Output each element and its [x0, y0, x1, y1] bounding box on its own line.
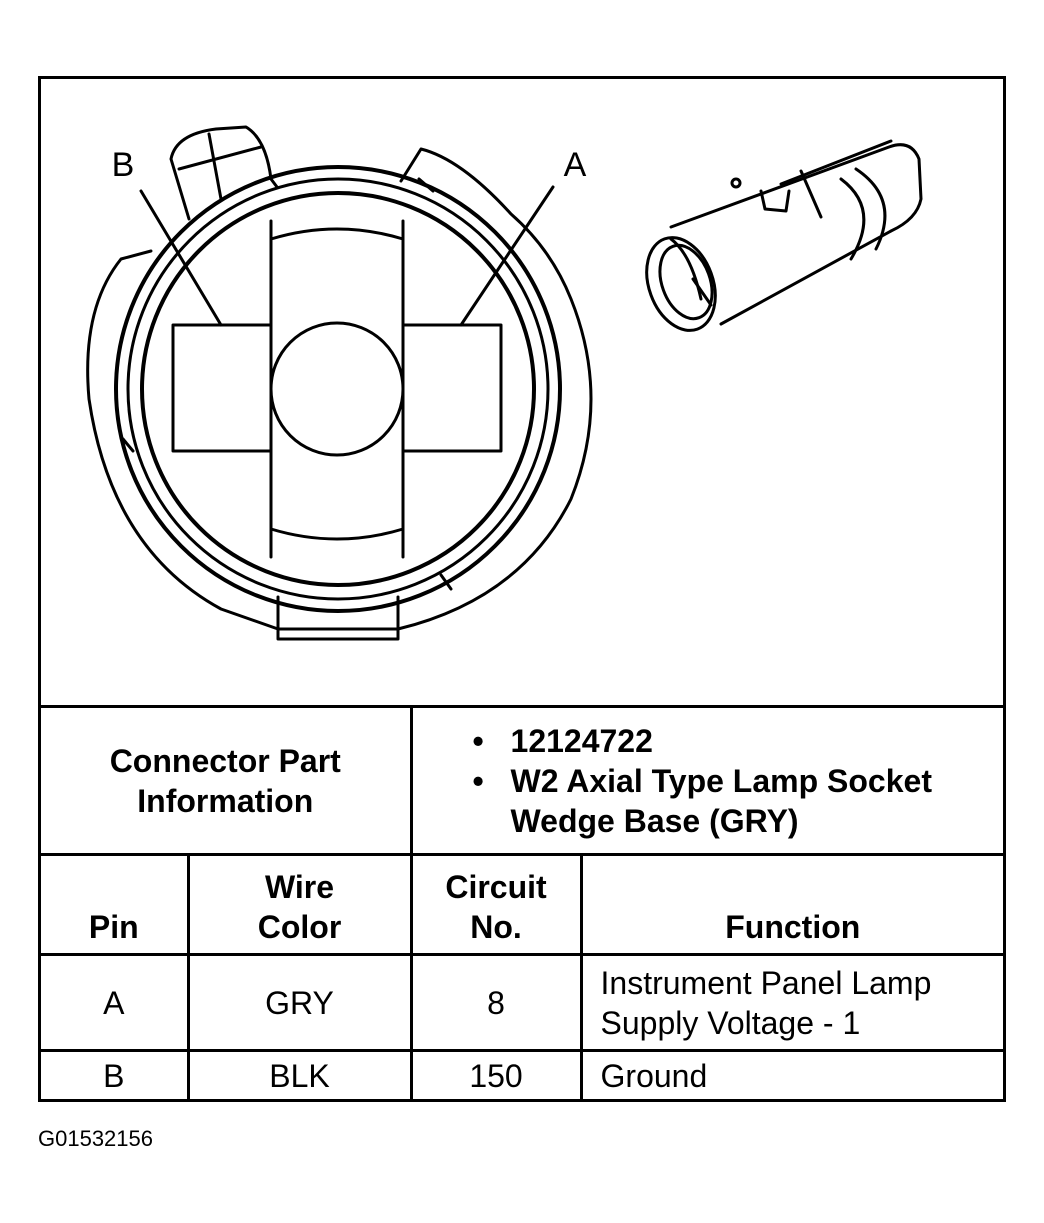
header-circuit-line2: No.	[470, 909, 522, 945]
function-line2: Supply Voltage - 1	[600, 1004, 861, 1041]
leader-line-b	[139, 189, 223, 327]
inner-ring	[140, 191, 536, 587]
latch-tab	[169, 125, 279, 221]
terminal-a	[401, 323, 503, 453]
function-cell: Ground	[579, 1049, 1004, 1101]
part-label-line1: Connector Part	[109, 742, 341, 779]
function-line1: Instrument Panel Lamp	[600, 964, 932, 1001]
pin-label-b: B	[112, 146, 135, 184]
header-wire-color: Wire Color	[186, 853, 413, 956]
part-description-line2: Wedge Base (GRY)	[510, 802, 799, 839]
connector-part-label: Connector Part Information	[41, 705, 413, 856]
bulb-opening	[269, 321, 405, 457]
connector-info-table: Connector Part Information 12124722 W2 A…	[41, 705, 1004, 1101]
key-notch	[276, 595, 400, 641]
connector-face-view: B A	[86, 125, 593, 641]
part-info-row: Connector Part Information 12124722 W2 A…	[41, 705, 1004, 856]
header-circuit-line1: Circuit	[445, 869, 547, 905]
header-wire-color-line1: Wire	[264, 869, 335, 905]
wire-color-cell: BLK	[186, 1049, 413, 1101]
middle-ring	[126, 177, 550, 601]
function-cell: Instrument Panel Lamp Supply Voltage - 1	[579, 953, 1004, 1052]
outer-ring	[114, 165, 562, 613]
circuit-cell: 150	[409, 1049, 583, 1101]
table-header-row: Pin Wire Color Circuit No. Function	[41, 853, 1004, 956]
table-row: A GRY 8 Instrument Panel Lamp Supply Vol…	[41, 953, 1004, 1052]
circuit-cell: 8	[409, 953, 583, 1052]
housing-outline	[86, 147, 593, 631]
header-function: Function	[579, 853, 1004, 956]
part-number: 12124722	[473, 721, 1004, 761]
socket-vertical	[269, 219, 405, 559]
header-pin: Pin	[41, 853, 190, 956]
connector-part-details: 12124722 W2 Axial Type Lamp Socket Wedge…	[409, 705, 1004, 856]
pin-cell: B	[41, 1049, 190, 1101]
socket-mouth	[645, 236, 717, 332]
part-label-line2: Information	[137, 782, 314, 819]
figure-frame: B A Connector Part Informati	[38, 76, 1006, 1102]
leader-line-a	[459, 185, 555, 327]
pin-cell: A	[41, 953, 190, 1052]
connector-diagram: B A	[86, 125, 923, 641]
table-row: B BLK 150 Ground	[41, 1049, 1004, 1101]
header-wire-color-line2: Color	[257, 909, 342, 945]
pin-label-a: A	[564, 146, 587, 184]
terminal-b	[171, 323, 273, 453]
header-circuit-no: Circuit No.	[409, 853, 583, 956]
wire-color-cell: GRY	[186, 953, 413, 1052]
lamp-socket-side-view	[645, 139, 923, 332]
figure-id: G01532156	[38, 1126, 153, 1151]
part-description-line1: W2 Axial Type Lamp Socket	[473, 761, 1004, 801]
